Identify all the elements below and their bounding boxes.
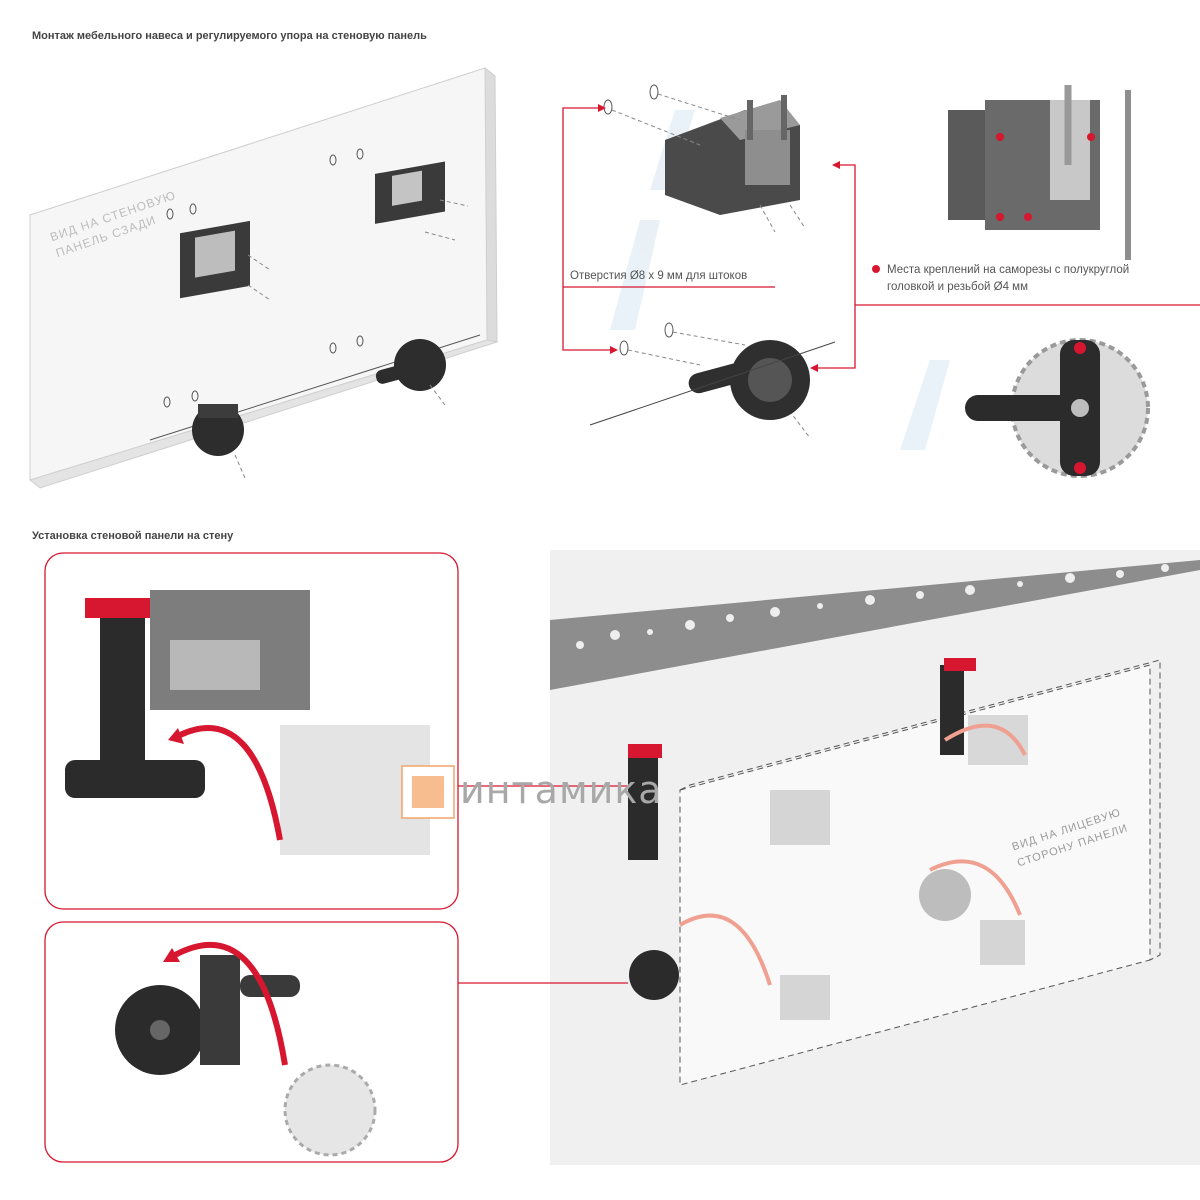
section-title-mounting: Монтаж мебельного навеса и регулируемого… [32,30,427,42]
stop-on-wall [629,869,971,1000]
detail-box-stop [44,921,459,1163]
stop-back-left [192,404,244,456]
detail-hinge-mount [65,590,430,855]
hinge-back-left [180,220,250,299]
stop-exploded [688,340,810,420]
hinge-exploded [665,95,800,215]
wall-panel-back [28,66,499,489]
holes-label: Отверстия Ø8 x 9 мм для штоков [570,270,748,282]
hinge-back-right [375,161,445,224]
arrow-icon-stop [173,942,288,1066]
stop-front-view [965,338,1150,478]
hinge-on-wall-left [628,744,662,860]
screw-label-line1: Места креплений на саморезы с полукругло… [887,264,1130,276]
screw-label: Места креплений на саморезы с полукругло… [887,262,1129,296]
hinge-front-view [948,85,1131,260]
stop-back-right [375,339,446,391]
section-title-installation: Установка стеновой панели на стену [32,530,234,542]
detail-stop-mount [115,955,377,1157]
arrow-icon-hinge [178,725,283,841]
brand-wordmark: интамика [460,768,663,812]
hinge-on-wall-right [940,658,1028,765]
hole-connector [562,107,1200,369]
screw-label-line2: головкой и резьбой Ø4 мм [887,281,1028,293]
wall-ceiling-border [550,560,1200,690]
